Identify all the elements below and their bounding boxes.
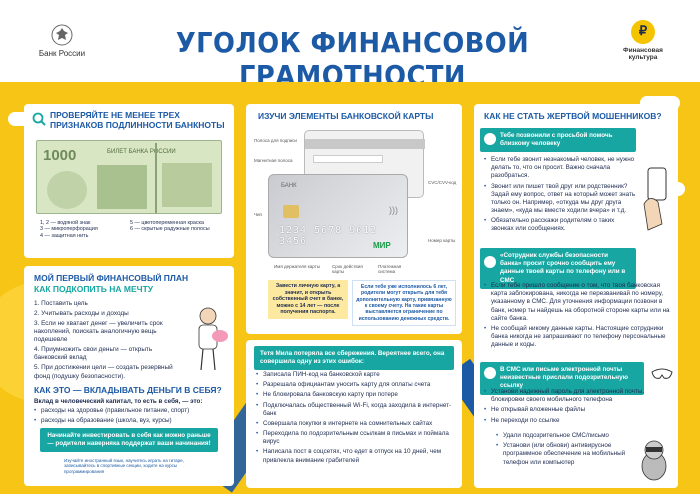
- fraud-title: КАК НЕ СТАТЬ ЖЕРТВОЙ МОШЕННИКОВ?: [484, 111, 662, 121]
- list-item: расходы на образование (школа, вуз, курс…: [34, 417, 229, 425]
- magnifier-icon: [32, 112, 46, 126]
- list-item: Не открывай вложенные файлы: [484, 406, 674, 414]
- label-signature: Полоса для подписи: [254, 138, 297, 143]
- note-caption: БИЛЕТ БАНКА РОССИИ: [107, 149, 176, 155]
- list-item: Если тебе пришло сообщение о том, что тв…: [484, 282, 672, 323]
- signature-strip: [313, 155, 383, 163]
- financial-culture-logo: ₽ Финансовая культура: [613, 20, 673, 61]
- list-item: 5. При достижении цели — создать резервн…: [34, 364, 173, 380]
- shield-icon: [484, 256, 496, 268]
- plan-title: МОЙ ПЕРВЫЙ ФИНАНСОВЫЙ ПЛАН: [34, 273, 189, 283]
- list-item: Не переходи по ссылке: [484, 417, 674, 425]
- envelope-icon: [484, 367, 496, 379]
- card-title: ИЗУЧИ ЭЛЕМЕНТЫ БАНКОВСКОЙ КАРТЫ: [258, 111, 434, 121]
- financial-plan-panel: МОЙ ПЕРВЫЙ ФИНАНСОВЫЙ ПЛАН КАК ПОДКОПИТЬ…: [24, 266, 234, 486]
- bank-name: Банк России: [38, 49, 86, 58]
- scenario-security-list: Если тебе пришло сообщение о том, что тв…: [484, 282, 672, 351]
- label-cvc: CVC/CVV-код: [428, 180, 457, 185]
- header: Банк России УГОЛОК ФИНАНСОВОЙ ГРАМОТНОСТ…: [0, 0, 700, 92]
- invest-banner: Начинайте инвестировать в себя как можно…: [40, 428, 218, 453]
- list-item: Записала ПИН-код на банковской карте: [256, 371, 456, 379]
- list-item: Звонит или пишет твой друг или родственн…: [484, 183, 638, 216]
- list-item: 3. Если не хватает денег — увеличить сро…: [34, 319, 163, 344]
- list-item: Разрешала официантам уносить карту для о…: [256, 381, 456, 389]
- banknote-title: ПРОВЕРЯЙТЕ НЕ МЕНЕЕ ТРЕХ ПРИЗНАКОВ ПОДЛИ…: [50, 110, 225, 130]
- label-expiry: Срок действия карты: [332, 264, 363, 275]
- legend-left: 1, 2 — водяной знак 3 — микроперфорация …: [40, 220, 98, 239]
- banknote-panel: ПРОВЕРЯЙТЕ НЕ МЕНЕЕ ТРЕХ ПРИЗНАКОВ ПОДЛИ…: [24, 104, 234, 258]
- legend-right: 5 — цветопеременная краска 6 — скрытые р…: [130, 220, 210, 233]
- plan-steps: 1. Поставить цель 2. Учитывать расходы и…: [34, 300, 184, 382]
- label-number: Номер карты: [428, 238, 456, 243]
- list-item: Совершала покупки в интернете на сомните…: [256, 420, 456, 428]
- list-item: Если тебе звонит незнакомый человек, не …: [484, 156, 638, 181]
- story-banner: Тетя Мила потеряла все сбережения. Верея…: [254, 346, 454, 371]
- list-item: Удали подозрительное СМС/письмо: [496, 432, 636, 440]
- card-number: 1234 5678 9012 3456: [279, 225, 378, 247]
- note-emblem: [162, 163, 212, 207]
- banknote-image: 1000 БИЛЕТ БАНКА РОССИИ: [36, 140, 222, 214]
- eagle-icon: [51, 24, 73, 46]
- list-item: 4. Приумножить свои деньги — открыть бан…: [34, 346, 153, 362]
- bank-of-russia-logo: Банк России: [32, 24, 92, 58]
- phone-icon: [484, 133, 496, 145]
- label-chip: Чип: [254, 212, 262, 217]
- note-value: 1000: [43, 147, 77, 164]
- invest-footnote: Изучайте иностранный язык, научитесь игр…: [64, 458, 184, 474]
- logo-text: Финансовая культура: [623, 47, 663, 62]
- magnetic-stripe: [305, 139, 425, 149]
- scenario-link-sublist: Удали подозрительное СМС/письмо Установи…: [496, 432, 636, 469]
- raccoon-icon: [641, 440, 667, 481]
- scenario-call-list: Если тебе звонит незнакомый человек, не …: [484, 156, 638, 236]
- fraud-panel: КАК НЕ СТАТЬ ЖЕРТВОЙ МОШЕННИКОВ? Тебе по…: [474, 104, 678, 488]
- label-holder: Имя держателя карты: [274, 264, 321, 269]
- phone-hand-icon: [643, 167, 667, 231]
- plan-subtitle: КАК ПОДКОПИТЬ НА МЕЧТУ: [34, 284, 154, 294]
- label-magnetic: Магнитная полоса: [254, 158, 293, 163]
- note-illustration: [97, 165, 147, 209]
- list-item: Установи (или обнови) антивирусное прогр…: [496, 442, 636, 467]
- list-item: Написала пост в соцсетях, что едет в отп…: [256, 448, 456, 464]
- bank-card-panel: ИЗУЧИ ЭЛЕМЕНТЫ БАНКОВСКОЙ КАРТЫ Полоса д…: [246, 104, 462, 334]
- list-item: Установи надежный пароль для электронной…: [484, 388, 674, 404]
- scenario-link-list: Установи надежный пароль для электронной…: [484, 388, 674, 427]
- mask-icon: [651, 368, 673, 379]
- list-item: Не сообщай никому данные карты. Настоящи…: [484, 325, 672, 350]
- invest-lead: Вклад в человеческий капитал, то есть в …: [34, 398, 203, 405]
- watermark-area: [47, 171, 87, 209]
- child-with-piggybank-icon: [198, 307, 228, 371]
- mistakes-panel: Тетя Мила потеряла все сбережения. Верея…: [246, 340, 462, 488]
- list-item: 2. Учитывать расходы и доходы: [34, 309, 129, 317]
- note-age-6: Если тебе уже исполнилось 6 лет, родител…: [352, 280, 456, 327]
- list-item: Не блокировала банковскую карту при поте…: [256, 391, 456, 399]
- chip-icon: [283, 205, 299, 218]
- card-bank-label: БАНК: [281, 183, 297, 189]
- mistakes-list: Записала ПИН-код на банковской карте Раз…: [256, 371, 456, 467]
- list-item: Обязательно расскажи родителям о таких з…: [484, 217, 638, 233]
- note-age-14: Завести личную карту, а значит, и открыт…: [268, 280, 348, 320]
- label-payment-system: Платежная система: [378, 264, 402, 275]
- card-brand: МИР: [373, 241, 391, 250]
- list-item: Переходила по подозрительным ссылкам в п…: [256, 430, 456, 446]
- ruble-icon: ₽: [631, 20, 655, 44]
- contactless-icon: ))): [389, 205, 398, 215]
- list-item: Подключалась общественный Wi-Fi, когда з…: [256, 402, 456, 418]
- list-item: 1. Поставить цель: [34, 300, 88, 307]
- card-front: БАНК ))) 1234 5678 9012 3456 МИР: [268, 174, 408, 258]
- list-item: расходы на здоровье (правильное питание,…: [34, 407, 229, 415]
- security-thread: [155, 143, 157, 213]
- invest-title: КАК ЭТО — ВКЛАДЫВАТЬ ДЕНЬГИ В СЕБЯ?: [34, 385, 222, 395]
- invest-list: расходы на здоровье (правильное питание,…: [34, 407, 229, 427]
- scenario-call: Тебе позвонили с просьбой помочь близком…: [480, 128, 636, 153]
